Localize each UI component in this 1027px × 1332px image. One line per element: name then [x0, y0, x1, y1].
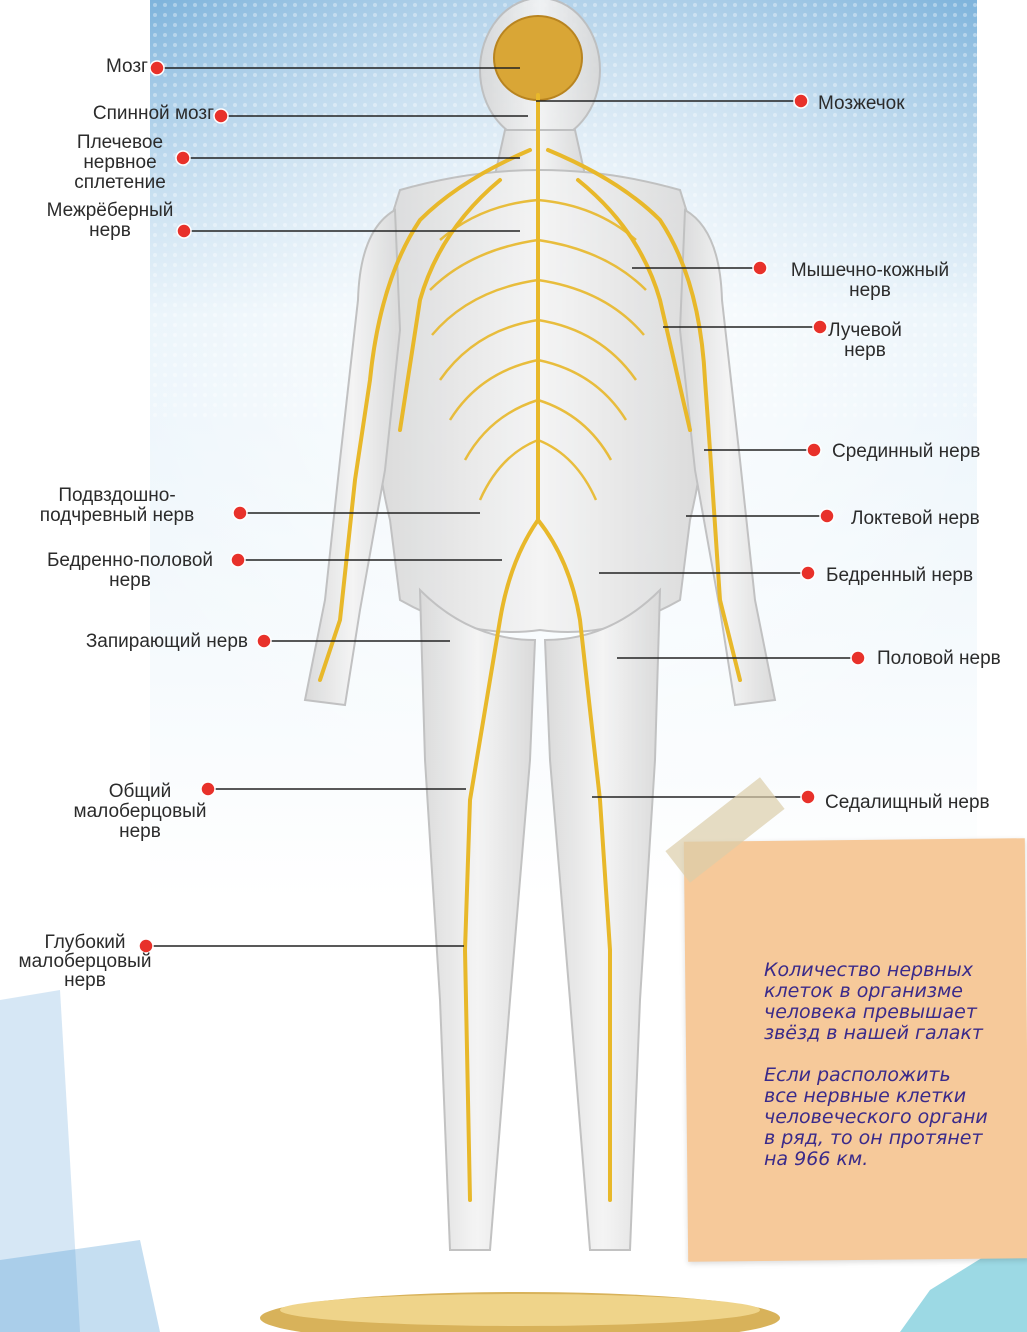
marker-dot-pudendal	[851, 651, 865, 665]
label-spinal-cord: Спинной мозг	[40, 104, 214, 123]
label-iliohypogastric: Подвздошно- подчревный нерв	[10, 486, 224, 526]
label-brachial-plexus: Плечевое нервное сплетение	[30, 133, 210, 193]
marker-dot-median	[807, 443, 821, 457]
label-femoral: Бедренный нерв	[826, 566, 973, 585]
label-common-peroneal: Общий малоберцовый нерв	[40, 782, 240, 842]
label-musculocutaneous: Мышечно-кожный нерв	[770, 261, 970, 301]
label-obturator: Запирающий нерв	[20, 632, 248, 651]
label-radial: Лучевой нерв	[820, 321, 910, 361]
label-intercostal: Межрёберный нерв	[10, 201, 210, 241]
label-median: Срединный нерв	[832, 442, 980, 461]
marker-dot-iliohypogastric	[233, 506, 247, 520]
label-deep-peroneal: Глубокий малоберцовый нерв	[0, 933, 170, 990]
label-pudendal: Половой нерв	[877, 649, 1001, 668]
marker-dot-femoral	[801, 566, 815, 580]
label-ulnar: Локтевой нерв	[851, 509, 980, 528]
label-brain: Мозг	[40, 57, 148, 76]
marker-dot-musculocutaneous	[753, 261, 767, 275]
marker-dot-brain	[150, 61, 164, 75]
marker-dot-spinal-cord	[214, 109, 228, 123]
label-sciatic: Седалищный нерв	[825, 793, 990, 812]
marker-dot-obturator	[257, 634, 271, 648]
marker-dot-ulnar	[820, 509, 834, 523]
marker-dot-cerebellum	[794, 94, 808, 108]
marker-dot-sciatic	[801, 790, 815, 804]
label-genitofemoral: Бедренно-половой нерв	[20, 551, 240, 591]
note-text: Количество нервных клеток в организме че…	[764, 960, 1027, 1170]
label-cerebellum: Мозжечок	[818, 94, 905, 113]
